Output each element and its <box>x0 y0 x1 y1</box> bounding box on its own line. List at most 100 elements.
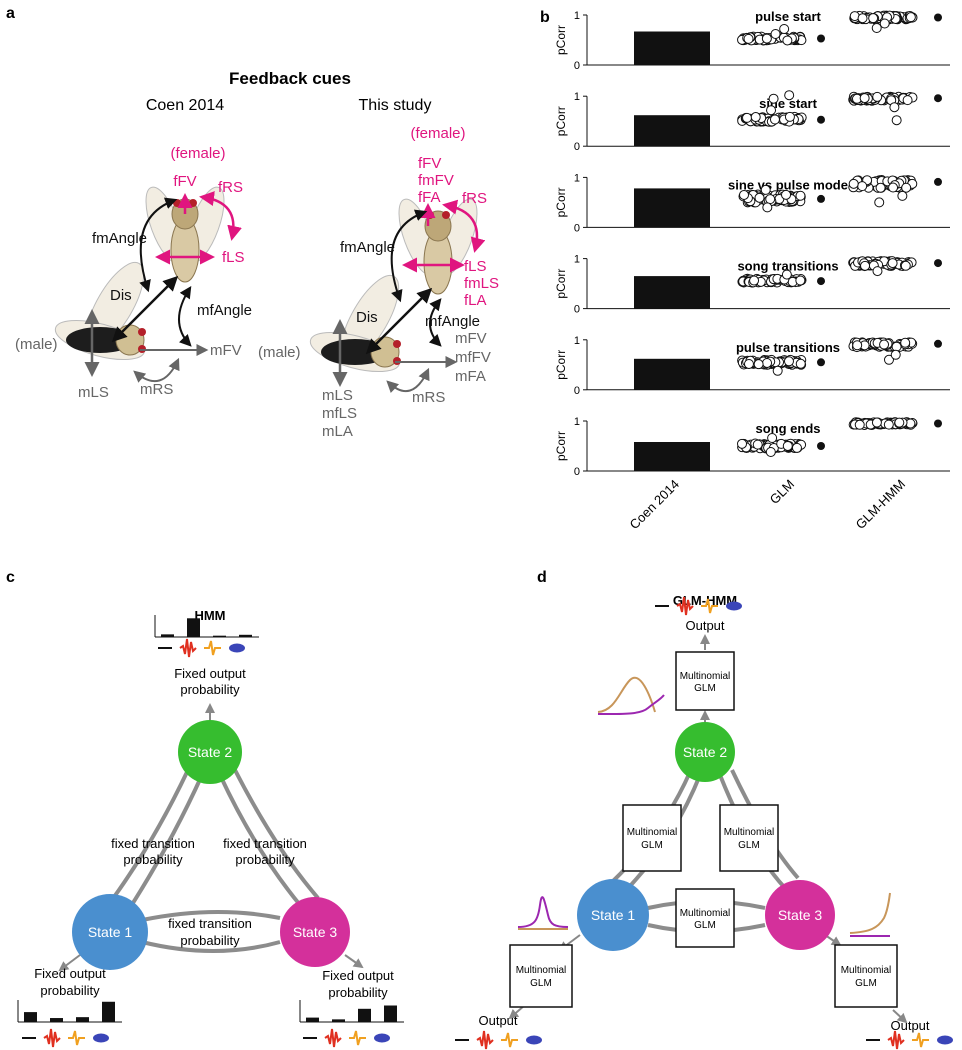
y-axis-label: pCorr <box>554 269 568 299</box>
data-point <box>891 341 902 352</box>
glm-box-top: Multinomial GLM <box>675 651 735 711</box>
data-point-outlier <box>897 190 908 201</box>
panel-a-letter: a <box>6 5 15 22</box>
data-point <box>742 112 753 123</box>
glm-s1-l1: Multinomial <box>516 965 567 976</box>
hist-bar <box>239 634 252 637</box>
curve-purple-2 <box>597 694 665 716</box>
y-axis-label: pCorr <box>554 350 568 380</box>
label-male-right: (male) <box>258 344 301 361</box>
pulse-slow-icon <box>349 1030 366 1046</box>
glm-mid-l2: GLM <box>694 920 716 931</box>
scatter-glm <box>738 184 806 213</box>
scatter-glm-hmm <box>848 256 917 277</box>
data-point <box>852 340 863 351</box>
data-point <box>795 275 806 286</box>
data-point <box>769 114 780 125</box>
y-tick-label: 0 <box>574 385 580 397</box>
panel-c: c HMM State 2 State 1 State 3 fixed tran… <box>6 569 404 1023</box>
subplot-title: sine vs pulse mode <box>728 177 848 192</box>
pulse-fast-icon <box>43 1028 61 1048</box>
emission-hist-state1 <box>17 1000 122 1023</box>
glm-left-l1: Multinomial <box>627 827 678 838</box>
right-heading: This study <box>359 97 432 114</box>
data-point <box>879 339 890 350</box>
left-heading: Coen 2014 <box>146 97 224 114</box>
label-Dis: Dis <box>110 287 132 304</box>
data-point-outlier <box>770 29 781 39</box>
label-fLS-right: fLS <box>464 258 487 275</box>
mean-glm-hmm <box>934 177 942 186</box>
pulse-fast-icon <box>179 638 197 658</box>
label-mfLS-right: mfLS <box>322 405 357 422</box>
label-fmLS-right: fmLS <box>464 275 499 292</box>
output-label-top: Output <box>685 618 724 633</box>
output-text-3a: Fixed output <box>322 968 394 983</box>
song-icon-rows <box>22 596 953 1050</box>
d-state-node-1: State 1 <box>577 879 649 951</box>
cue-labels-right: (female) fFV fmFV fFA fRS fLS fmLS fLA f… <box>258 125 499 440</box>
state-node-3: State 3 <box>280 897 350 967</box>
state-3-label: State 3 <box>293 924 338 940</box>
data-point <box>754 192 765 203</box>
data-point <box>743 33 754 44</box>
label-mLS: mLS <box>78 384 109 401</box>
glm-s3-l2: GLM <box>855 978 877 989</box>
output-label-left: Output <box>478 1013 517 1028</box>
y-tick-label: 1 <box>574 335 580 347</box>
hist-bar <box>76 1017 89 1022</box>
scatter-glm <box>737 269 807 288</box>
data-point <box>783 356 794 367</box>
pulse-fast-icon <box>476 1030 494 1050</box>
y-tick-label: 1 <box>574 172 580 184</box>
data-point <box>860 260 871 271</box>
transition-text-r2: probability <box>235 852 295 867</box>
glm-top-l2: GLM <box>694 683 716 694</box>
scatter-glm <box>737 433 807 457</box>
label-mfAngle-right: mfAngle <box>425 313 480 330</box>
curve-purple-1 <box>517 896 569 928</box>
data-point <box>848 178 859 189</box>
d-state-3-circle <box>765 880 835 950</box>
pulse-fast-icon <box>887 1030 905 1050</box>
data-point-outlier <box>772 365 783 376</box>
y-axis-label: pCorr <box>554 187 568 217</box>
data-point-outlier <box>762 202 773 213</box>
male-fly-left <box>54 261 146 361</box>
subplot-title: pulse start <box>755 9 821 24</box>
label-fRS-right: fRS <box>462 190 487 207</box>
transition-text-b1: fixed transition <box>168 916 252 931</box>
state-2-circle <box>178 720 242 784</box>
d-state-2-circle <box>675 722 735 782</box>
subplot-title: song transitions <box>737 259 838 274</box>
d-arrow-glm-output-right <box>892 1009 908 1024</box>
data-point-outlier <box>767 433 778 443</box>
glm-right-l2: GLM <box>738 840 760 851</box>
data-point-outlier <box>890 349 901 360</box>
data-point <box>791 442 802 453</box>
data-point <box>782 440 793 451</box>
x-category-label: Coen 2014 <box>627 477 683 533</box>
glm-box-state1-output: Multinomial GLM <box>509 944 573 1008</box>
scatter-glm <box>737 90 807 127</box>
state-2-label: State 2 <box>188 744 233 760</box>
data-point-outlier <box>879 18 890 29</box>
output-arrow-state1 <box>58 954 81 972</box>
data-point <box>739 189 750 200</box>
mean-glm-hmm <box>934 339 942 348</box>
glm-right-l1: Multinomial <box>724 827 775 838</box>
mean-glm <box>817 34 825 43</box>
state-1-label: State 1 <box>88 924 133 940</box>
y-tick-label: 1 <box>574 416 580 428</box>
hist-bar <box>306 1017 319 1022</box>
hist-bar <box>187 618 200 637</box>
bar-coen-2014 <box>634 31 710 65</box>
icon-row-c-state1 <box>22 1028 109 1048</box>
icon-row-d-left <box>455 1030 542 1050</box>
glm-box-left: Multinomial GLM <box>622 804 682 872</box>
transition-text-l1: fixed transition <box>111 836 195 851</box>
